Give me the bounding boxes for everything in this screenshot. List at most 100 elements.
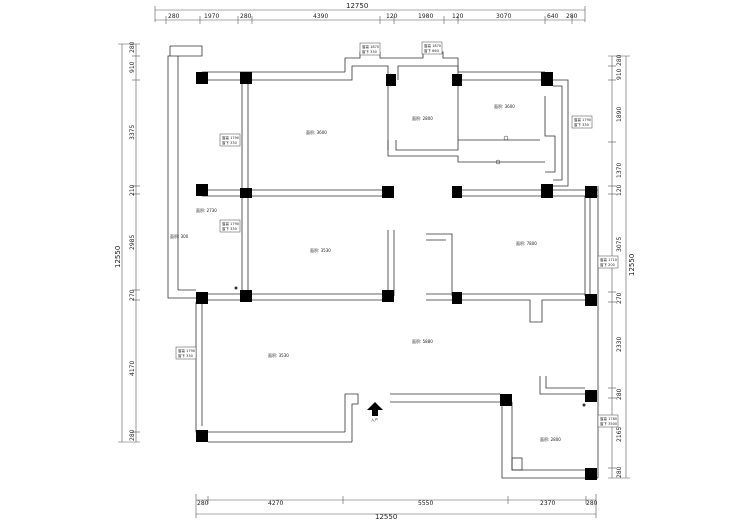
fixture-icons xyxy=(234,135,586,407)
column xyxy=(196,184,208,196)
svg-text:窗高 1790: 窗高 1790 xyxy=(574,117,591,122)
right-dim-9: 280 xyxy=(616,388,623,400)
svg-text:窗高 1870: 窗高 1870 xyxy=(362,44,379,49)
svg-text:窗下 330: 窗下 330 xyxy=(574,122,589,127)
svg-text:窗高 1790: 窗高 1790 xyxy=(222,221,239,226)
walls xyxy=(167,45,599,479)
svg-text:窗下 330: 窗下 330 xyxy=(362,49,377,54)
svg-text:窗下 200: 窗下 200 xyxy=(600,262,615,267)
svg-text:窗下 660: 窗下 660 xyxy=(424,48,439,53)
window-tag: 窗高 1790 窗下 330 xyxy=(571,115,593,129)
left-dim-5: 2985 xyxy=(129,235,136,250)
right-dim-11: 280 xyxy=(616,466,623,478)
bottom-dimensions: 280 4270 5550 2370 280 12550 xyxy=(195,494,598,521)
right-dim-2: 910 xyxy=(616,68,623,80)
top-dim-8: 3070 xyxy=(496,13,511,20)
column xyxy=(500,394,512,406)
left-dim-1: 280 xyxy=(129,41,136,53)
window-tags: 窗高 1870 窗下 330 窗高 1870 窗下 660 窗高 1790 窗下… xyxy=(175,41,619,428)
room-area-label: 面积: 3530 xyxy=(268,352,289,358)
top-dim-9: 640 xyxy=(547,13,559,20)
light-fixture-icon xyxy=(495,159,501,165)
svg-text:窗高 1780: 窗高 1780 xyxy=(600,416,617,421)
left-dimensions: 280 910 3375 210 2985 270 4170 280 12550 xyxy=(114,41,140,443)
switch-icon xyxy=(234,286,238,290)
top-dimensions: 12750 280 1970 280 4390 120 1980 120 307… xyxy=(154,2,586,24)
window-tag: 窗高 1790 窗下 330 xyxy=(175,346,197,360)
column xyxy=(196,72,208,84)
svg-text:窗高 1790: 窗高 1790 xyxy=(222,135,239,140)
svg-text:窗下 3500: 窗下 3500 xyxy=(600,421,617,426)
column xyxy=(386,74,396,86)
top-dim-10: 280 xyxy=(566,13,578,20)
right-total-dim: 12550 xyxy=(628,254,636,276)
top-dim-1: 280 xyxy=(168,13,180,20)
bottom-dim-4: 2370 xyxy=(540,500,555,507)
top-total-dim: 12750 xyxy=(346,2,368,10)
column xyxy=(196,430,208,442)
structural-columns xyxy=(196,72,597,480)
window-tag: 窗高 1870 窗下 330 xyxy=(359,42,381,56)
left-dim-8: 280 xyxy=(129,429,136,441)
room-area-label: 面积: 5880 xyxy=(412,338,433,344)
left-dim-7: 4170 xyxy=(129,361,136,376)
right-dim-7: 270 xyxy=(616,292,623,304)
svg-text:窗高 1710: 窗高 1710 xyxy=(600,257,617,262)
column xyxy=(240,72,252,84)
window-tag: 窗高 1790 窗下 330 xyxy=(219,133,241,147)
entrance-arrow-icon: 入户 xyxy=(367,402,383,422)
svg-text:窗高 1870: 窗高 1870 xyxy=(424,43,441,48)
column xyxy=(585,468,597,480)
left-dim-4: 210 xyxy=(129,184,136,196)
top-dim-6: 1980 xyxy=(418,13,433,20)
right-dim-3: 1890 xyxy=(616,107,623,122)
right-dim-4: 1370 xyxy=(616,163,623,178)
bottom-dim-5: 280 xyxy=(586,500,598,507)
light-fixture-icon xyxy=(503,135,509,141)
column xyxy=(240,188,252,198)
column xyxy=(452,74,462,86)
top-dim-3: 280 xyxy=(240,13,252,20)
top-dim-7: 120 xyxy=(452,13,464,20)
right-dim-6: 3075 xyxy=(616,237,623,252)
left-dim-6: 270 xyxy=(129,289,136,301)
right-dim-8: 2330 xyxy=(616,337,623,352)
column xyxy=(382,186,394,198)
column xyxy=(585,294,597,306)
svg-text:窗高 1790: 窗高 1790 xyxy=(178,348,195,353)
window-tag: 窗高 1870 窗下 660 xyxy=(421,41,443,55)
bottom-dim-1: 280 xyxy=(197,500,209,507)
column xyxy=(541,72,553,86)
left-dim-2: 910 xyxy=(129,61,136,73)
switch-icon xyxy=(582,403,586,407)
room-area-label: 面积: 3530 xyxy=(310,247,331,253)
column xyxy=(585,186,597,198)
bottom-total-dim: 12550 xyxy=(375,513,397,521)
svg-text:窗下 330: 窗下 330 xyxy=(178,353,193,358)
window-tag: 窗高 1790 窗下 330 xyxy=(219,219,241,233)
room-area-label: 面积: 300 xyxy=(170,233,189,239)
right-dim-5: 120 xyxy=(616,184,623,196)
column xyxy=(452,186,462,198)
column xyxy=(585,390,597,402)
column xyxy=(382,290,394,302)
room-area-label: 面积: 3600 xyxy=(494,103,515,109)
entrance-label: 入户 xyxy=(371,417,378,422)
room-area-label: 面积: 7800 xyxy=(516,240,537,246)
top-dim-4: 4390 xyxy=(313,13,328,20)
svg-text:窗下 330: 窗下 330 xyxy=(222,226,237,231)
window-tag: 窗高 1710 窗下 200 xyxy=(597,255,619,269)
room-area-label: 面积: 2800 xyxy=(412,115,433,121)
column xyxy=(240,290,252,302)
left-total-dim: 12550 xyxy=(114,246,122,268)
column xyxy=(452,292,462,304)
room-area-label: 面积: 2800 xyxy=(540,436,561,442)
column xyxy=(541,184,553,198)
top-dim-2: 1970 xyxy=(204,13,219,20)
top-dim-5: 120 xyxy=(386,13,398,20)
room-labels: 面积: 3600 面积: 2800 面积: 3600 面积: 2730 面积: … xyxy=(170,103,561,442)
right-dim-10: 2165 xyxy=(616,427,623,442)
bottom-dim-3: 5550 xyxy=(418,500,433,507)
right-dim-1: 280 xyxy=(616,54,623,66)
